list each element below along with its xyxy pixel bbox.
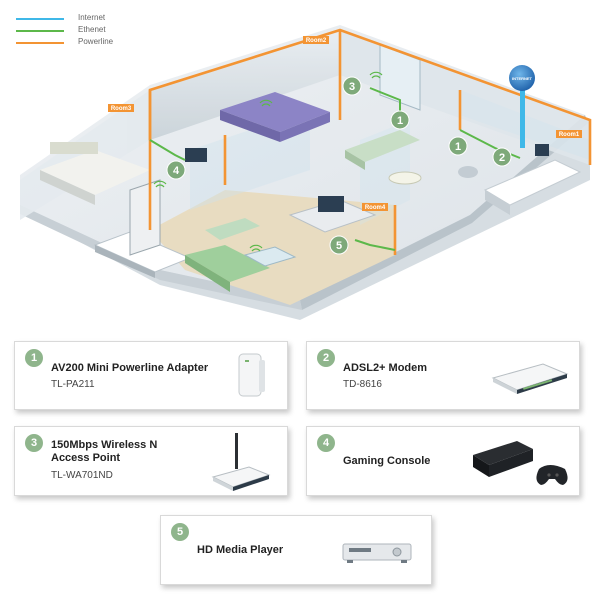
card-number-badge: 1 <box>25 349 43 367</box>
device-card-hd-media-player: 5 HD Media Player <box>160 515 432 585</box>
card-title: ADSL2+ Modem <box>343 362 428 374</box>
device-marker: 5 <box>329 235 349 255</box>
svg-text:Room4: Room4 <box>365 205 386 211</box>
wifi-icon <box>153 71 383 252</box>
card-model: TL-PA211 <box>51 379 95 390</box>
powerline-wiring <box>148 28 592 255</box>
legend-item-ethernet: Ethenet <box>16 25 156 37</box>
legend-item-internet: Internet <box>16 13 156 25</box>
card-number-badge: 3 <box>25 434 43 452</box>
internet-line-swatch <box>16 18 64 20</box>
legend-label: Ethenet <box>78 25 106 34</box>
room-tag-room1: Room1 <box>556 130 582 138</box>
ethernet-line-swatch <box>16 30 64 32</box>
device-card-gaming-console: 4 Gaming Console <box>306 426 580 496</box>
card-title: AV200 Mini Powerline Adapter <box>51 362 209 374</box>
svg-text:1: 1 <box>455 141 461 153</box>
legend: Internet Ethenet Powerline <box>16 13 156 49</box>
device-card-wireless-access-point: 3 150Mbps Wireless N Access Point TL-WA7… <box>14 426 288 496</box>
media-player-icon <box>342 543 412 563</box>
device-marker: 4 <box>166 160 186 180</box>
powerline-line-swatch <box>16 42 64 44</box>
legend-item-powerline: Powerline <box>16 37 156 49</box>
entrance-step-edge <box>95 245 155 278</box>
svg-text:Room1: Room1 <box>559 132 580 138</box>
internet-globe-icon <box>509 65 535 91</box>
device-marker: 3 <box>342 76 362 96</box>
device-card-powerline-adapter: 1 AV200 Mini Powerline Adapter TL-PA211 <box>14 341 288 410</box>
card-number-badge: 4 <box>317 434 335 452</box>
legend-label: Powerline <box>78 37 114 46</box>
card-title: HD Media Player <box>197 544 284 556</box>
svg-text:Room3: Room3 <box>111 106 132 112</box>
svg-text:2: 2 <box>499 152 505 164</box>
legend-label: Internet <box>78 13 106 22</box>
device-marker: 1 <box>390 110 410 130</box>
adsl-modem-icon <box>491 363 569 394</box>
room-tag-room3: Room3 <box>108 104 134 112</box>
card-model: TD-8616 <box>343 379 382 390</box>
furniture <box>40 92 582 292</box>
powerline-adapter-icon <box>238 353 265 397</box>
home-network-floorplan: INTERNET Room2 Room3 Room1 Room4 1 1 1 2… <box>20 25 592 320</box>
internet-globe-label: INTERNET <box>512 76 533 81</box>
card-title-line: Access Point <box>51 452 121 464</box>
device-marker: 2 <box>492 147 512 167</box>
device-marker: 1 <box>448 136 468 156</box>
svg-text:Room2: Room2 <box>306 38 327 44</box>
card-title-line: 150Mbps Wireless N <box>51 439 158 451</box>
room-tag-room2: Room2 <box>303 36 329 44</box>
svg-text:5: 5 <box>336 240 342 252</box>
card-model: TL-WA701ND <box>51 470 113 481</box>
svg-text:4: 4 <box>173 165 180 177</box>
card-title: 150Mbps Wireless N Access Point <box>51 439 157 465</box>
gaming-console-icon <box>473 441 568 485</box>
svg-text:3: 3 <box>349 81 355 93</box>
internet-wiring: INTERNET <box>509 65 535 148</box>
room-tag-room4: Room4 <box>362 203 388 211</box>
wireless-access-point-icon <box>211 433 271 491</box>
device-card-adsl-modem: 2 ADSL2+ Modem TD-8616 <box>306 341 580 410</box>
card-title: Gaming Console <box>343 455 431 467</box>
card-number-badge: 5 <box>171 523 189 541</box>
svg-text:1: 1 <box>397 115 403 127</box>
card-number-badge: 2 <box>317 349 335 367</box>
